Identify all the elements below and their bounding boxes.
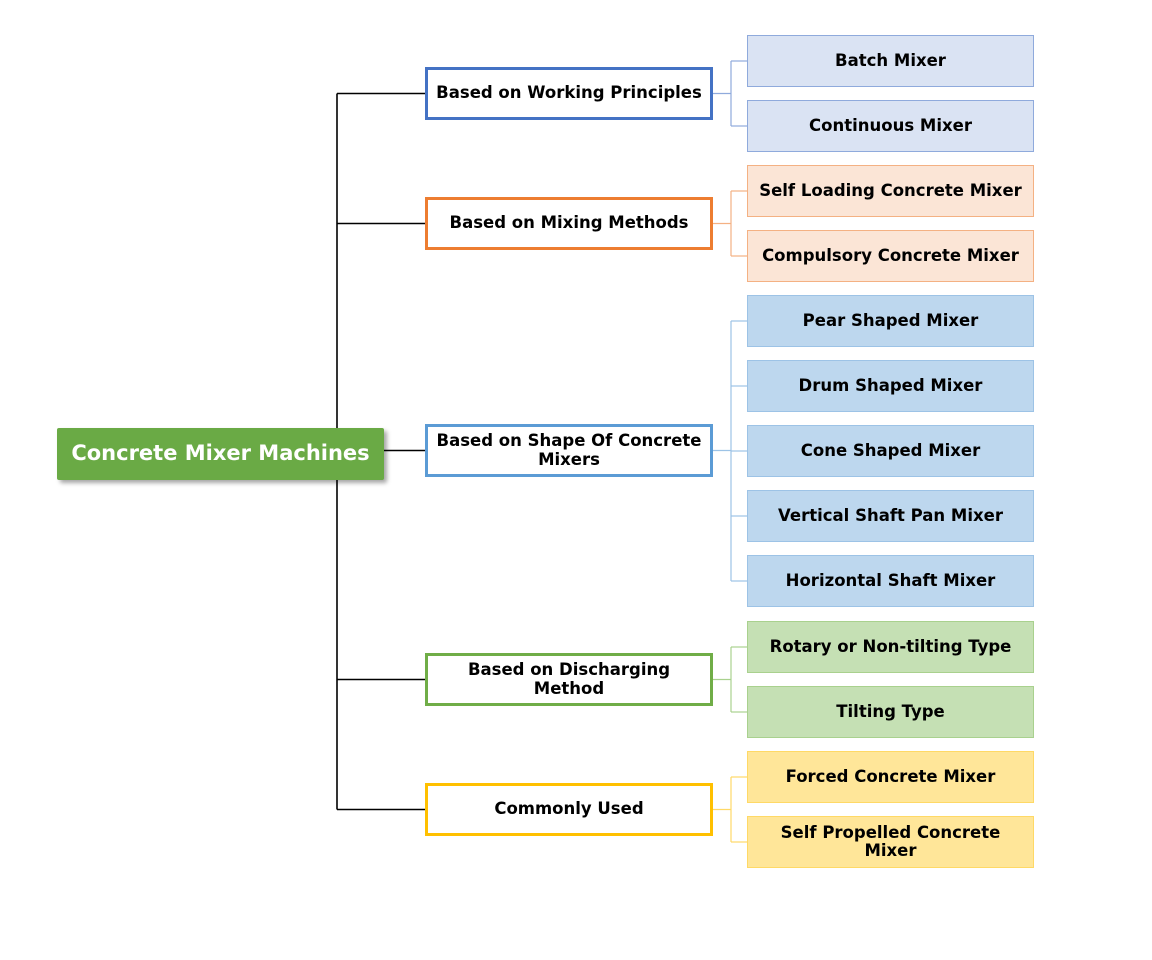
leaf-label: Self Loading Concrete Mixer: [759, 180, 1022, 200]
leaf-label: Horizontal Shaft Mixer: [785, 570, 996, 590]
leaf-label: Drum Shaped Mixer: [798, 375, 983, 395]
leaf-node: Self Loading Concrete Mixer: [747, 165, 1034, 217]
leaf-node: Continuous Mixer: [747, 100, 1034, 152]
leaf-node: Self Propelled Concrete Mixer: [747, 816, 1034, 868]
root-label: Concrete Mixer Machines: [71, 441, 370, 466]
category-node-5: Commonly Used: [425, 783, 713, 836]
root-node: Concrete Mixer Machines: [57, 428, 384, 480]
leaf-label: Rotary or Non-tilting Type: [769, 636, 1012, 656]
category-label: Based on Discharging Method: [467, 660, 671, 698]
category-node-3: Based on Shape Of Concrete Mixers: [425, 424, 713, 477]
leaf-label: Forced Concrete Mixer: [785, 766, 996, 786]
leaf-label: Batch Mixer: [835, 50, 946, 70]
leaf-label: Continuous Mixer: [809, 115, 972, 135]
leaf-label: Vertical Shaft Pan Mixer: [778, 505, 1003, 525]
category-label: Commonly Used: [494, 799, 644, 819]
leaf-label: Pear Shaped Mixer: [802, 310, 979, 330]
category-label: Based on Mixing Methods: [449, 213, 689, 233]
leaf-label: Self Propelled Concrete Mixer: [780, 822, 1001, 860]
category-node-2: Based on Mixing Methods: [425, 197, 713, 250]
leaf-node: Drum Shaped Mixer: [747, 360, 1034, 412]
category-node-1: Based on Working Principles: [425, 67, 713, 120]
leaf-label: Cone Shaped Mixer: [800, 440, 981, 460]
leaf-node: Forced Concrete Mixer: [747, 751, 1034, 803]
category-label: Based on Shape Of Concrete Mixers: [436, 431, 702, 469]
leaf-node: Batch Mixer: [747, 35, 1034, 87]
leaf-node: Vertical Shaft Pan Mixer: [747, 490, 1034, 542]
leaf-node: Cone Shaped Mixer: [747, 425, 1034, 477]
leaf-node: Tilting Type: [747, 686, 1034, 738]
leaf-node: Compulsory Concrete Mixer: [747, 230, 1034, 282]
category-label: Based on Working Principles: [436, 83, 702, 103]
category-node-4: Based on Discharging Method: [425, 653, 713, 706]
leaf-node: Pear Shaped Mixer: [747, 295, 1034, 347]
leaf-label: Compulsory Concrete Mixer: [762, 245, 1019, 265]
leaf-node: Horizontal Shaft Mixer: [747, 555, 1034, 607]
leaf-node: Rotary or Non-tilting Type: [747, 621, 1034, 673]
leaf-label: Tilting Type: [836, 701, 945, 721]
